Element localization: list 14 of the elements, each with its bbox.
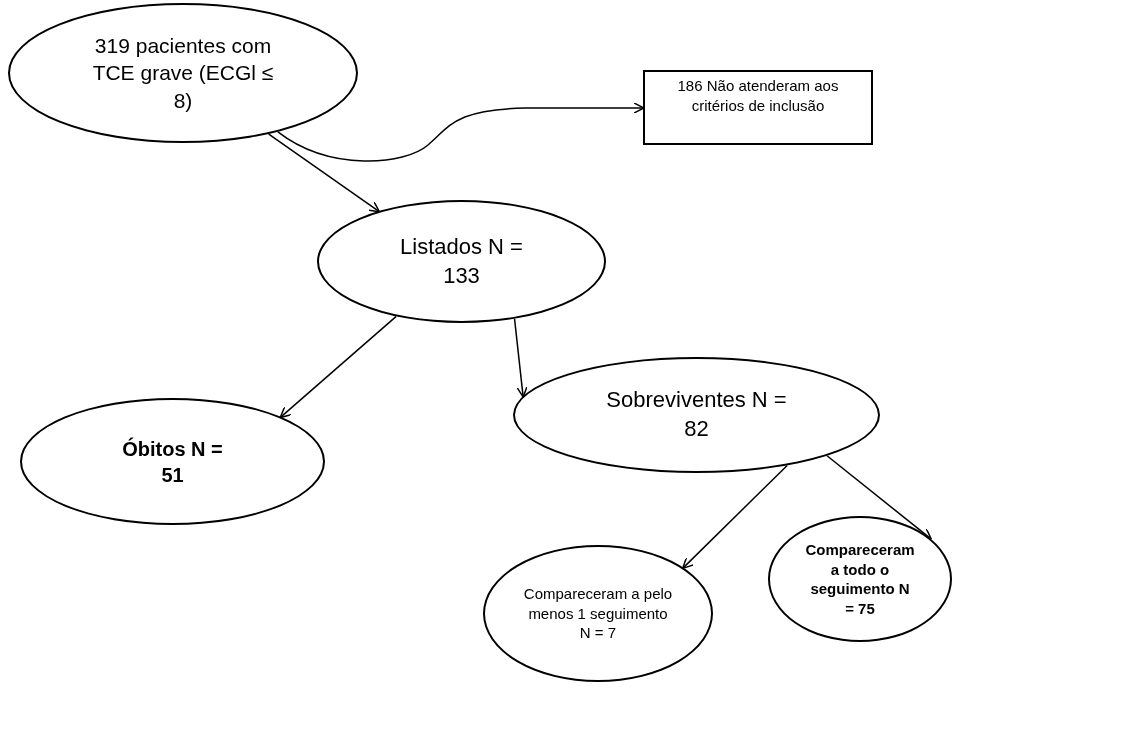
node-text: Compareceram a pelo menos 1 seguimento N = 7 <box>523 584 673 643</box>
arrow <box>513 317 528 398</box>
node-text: Óbitos N = 51 <box>121 436 224 488</box>
process-box <box>643 70 873 145</box>
node-text: 186 Não atenderam aos critérios de inclusão <box>676 76 840 115</box>
arrow <box>682 464 788 570</box>
arrow <box>277 102 645 162</box>
arrow <box>826 455 932 540</box>
node-text: 319 pacientes com TCE grave (ECGl ≤ 8) <box>91 33 275 114</box>
node-text: Sobreviventes N = 82 <box>605 386 788 443</box>
node-text: Listados N = 133 <box>399 232 524 290</box>
arrow <box>268 133 381 213</box>
node-text: Compareceram a todo o seguimento N = 75 <box>805 540 915 618</box>
arrow <box>279 315 397 419</box>
